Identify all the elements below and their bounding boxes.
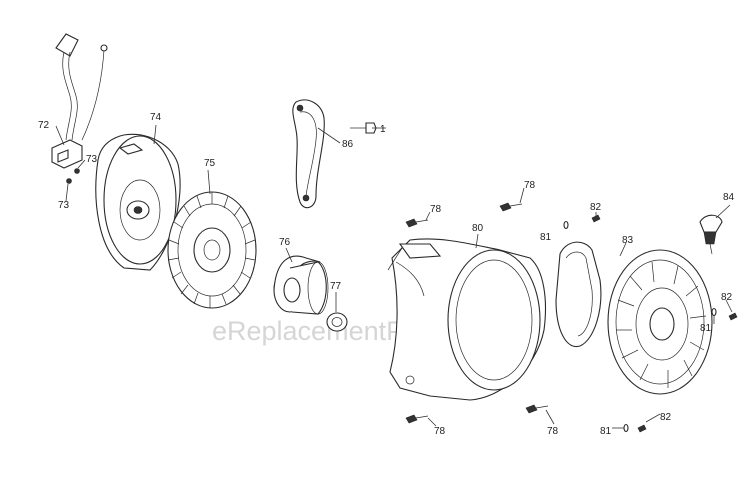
callout-78-top-left: 78 — [430, 204, 442, 215]
callout-86: 86 — [342, 139, 354, 150]
recoil-starter-part[interactable] — [555, 241, 713, 395]
flywheel-housing-part[interactable] — [95, 133, 181, 271]
callout-81-right: 81 — [700, 323, 712, 334]
callout-78-bottom-left: 78 — [434, 426, 446, 437]
callout-82-right: 82 — [721, 292, 733, 303]
callout-82-bottom: 82 — [660, 412, 672, 423]
callout-84: 84 — [723, 192, 735, 203]
screw-part-73[interactable] — [66, 168, 80, 184]
callout-labels: 1 72 73 73 74 75 76 77 86 78 78 78 78 80… — [38, 112, 735, 437]
flange-nut-part[interactable] — [326, 312, 348, 332]
flywheel-fan-part[interactable] — [167, 191, 257, 309]
bolt-part-1[interactable] — [350, 122, 377, 134]
callout-77: 77 — [330, 281, 342, 292]
blower-housing-part[interactable] — [387, 238, 547, 401]
callout-80: 80 — [472, 223, 484, 234]
screw-part-82[interactable] — [591, 214, 738, 433]
callout-76: 76 — [279, 237, 291, 248]
callout-81-top: 81 — [540, 232, 552, 243]
bolt-part-78[interactable] — [405, 202, 549, 424]
callout-74: 74 — [150, 112, 162, 123]
callout-73-lower: 73 — [58, 200, 70, 211]
callout-82-top: 82 — [590, 202, 602, 213]
callout-78-bottom-right: 78 — [547, 426, 559, 437]
bracket-part[interactable] — [292, 99, 325, 209]
ignition-coil-part[interactable] — [51, 33, 108, 169]
callout-75: 75 — [204, 158, 216, 169]
starter-cup-part[interactable] — [273, 255, 329, 315]
callout-78-top-right: 78 — [524, 180, 536, 191]
callout-73-upper: 73 — [86, 154, 98, 165]
leader-lines — [55, 124, 733, 429]
callout-83: 83 — [622, 235, 634, 246]
callout-72: 72 — [38, 120, 50, 131]
starter-handle-part[interactable] — [699, 214, 723, 255]
callout-81-bottom: 81 — [600, 426, 612, 437]
callout-1: 1 — [380, 124, 386, 135]
